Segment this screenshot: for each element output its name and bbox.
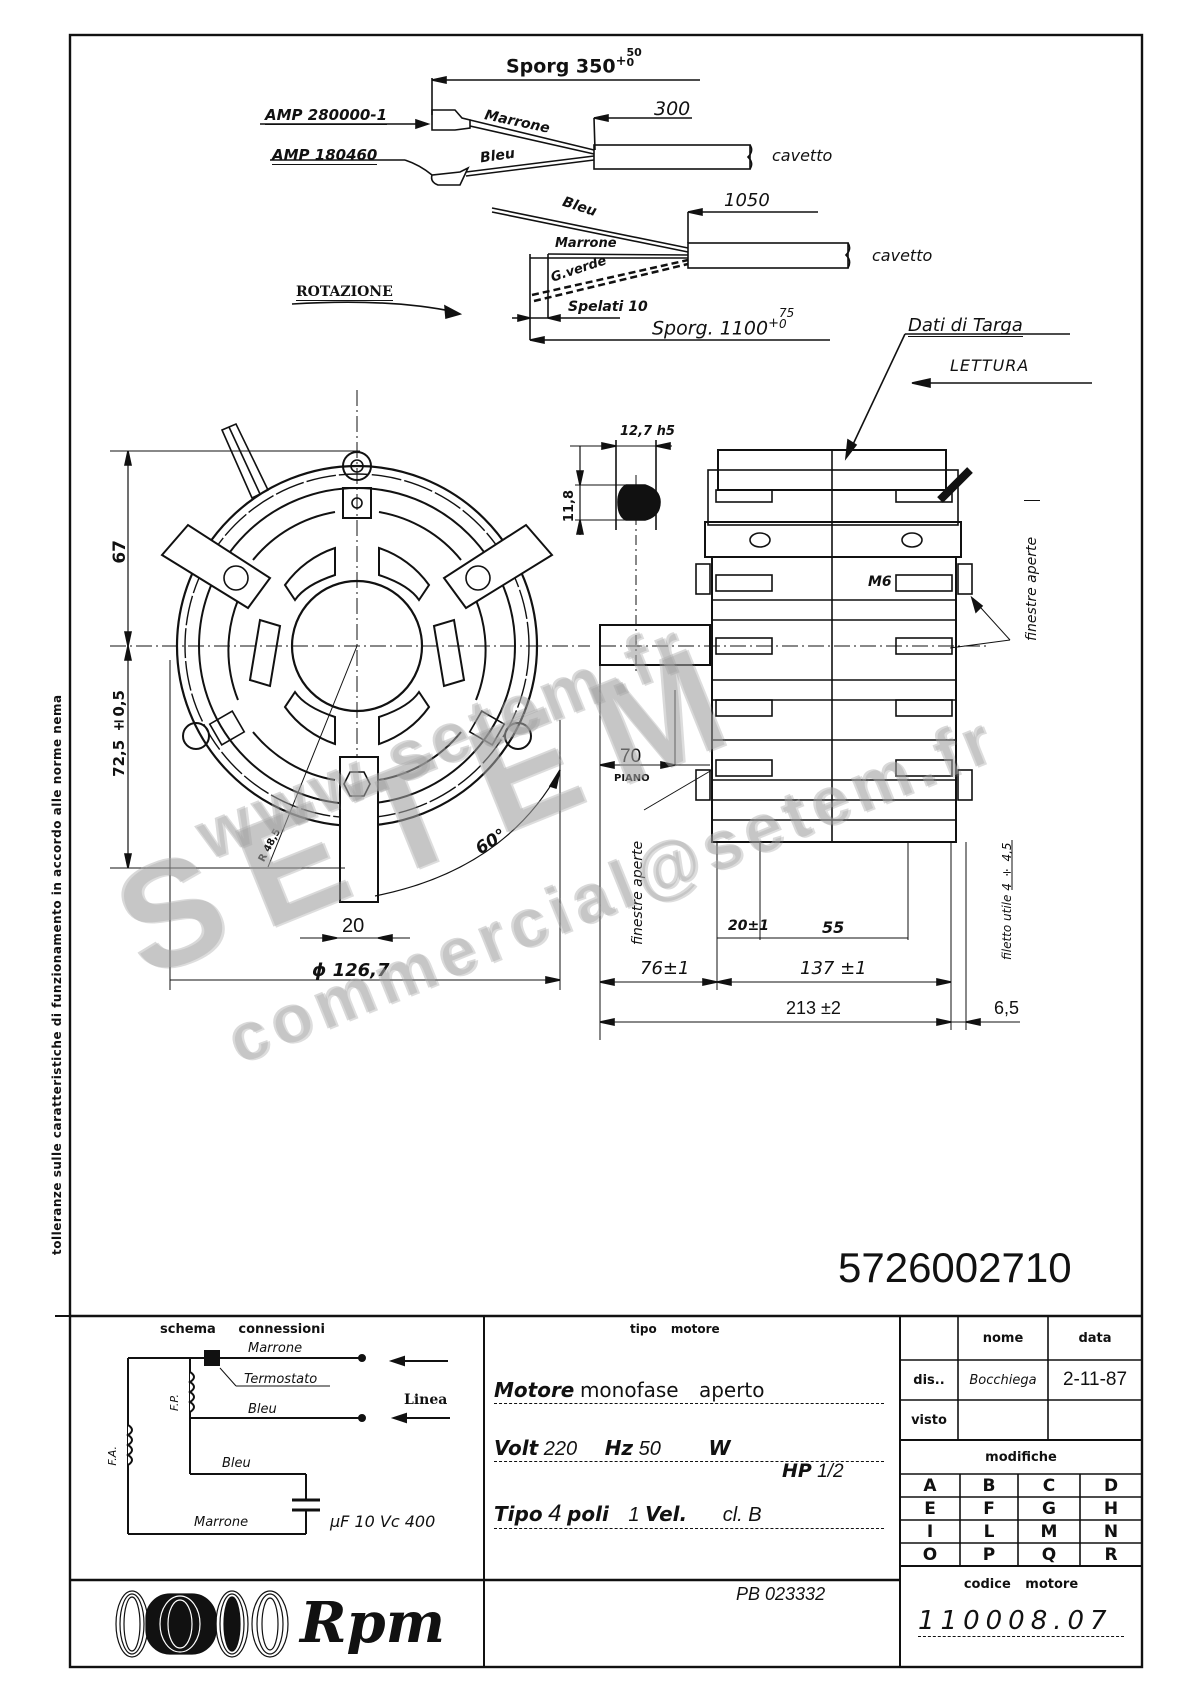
dim-137: 137 ±1 (800, 958, 867, 979)
connector-amp-180460: AMP 180460 (272, 146, 378, 165)
motor-line-3: Tipo 4 poli 1 Vel. cl. B (494, 1500, 884, 1529)
schema-capacitor: μF 10 Vc 400 (330, 1512, 436, 1531)
mod-letter: I (926, 1521, 934, 1542)
wire-marrone-label-2: Marrone (555, 236, 617, 251)
drawing-frame (68, 33, 1144, 1669)
dim-6-5: 6,5 (994, 998, 1020, 1018)
front-view (110, 390, 590, 990)
logo-coils (115, 1590, 289, 1658)
mod-letter: R (1104, 1544, 1118, 1565)
motor-line-1: Motore monofase aperto (494, 1378, 884, 1404)
dim-67: 67 (110, 540, 130, 564)
mod-letter: L (983, 1521, 995, 1542)
motor-line-2: Volt 220 Hz 50 W (494, 1436, 884, 1462)
schema-wire-bleu-bottom: Bleu (222, 1456, 251, 1471)
dim-shaft-11-8: 11,8 (562, 490, 577, 523)
rpm-logo-text: Rpm (300, 1590, 445, 1656)
mod-letter: N (1103, 1521, 1119, 1542)
approval-col-name: nome (982, 1330, 1024, 1346)
mod-letter: M (1040, 1521, 1058, 1542)
schema-wire-marrone-bottom: Marrone (194, 1515, 249, 1530)
dim-55: 55 (822, 918, 845, 937)
dim-76: 76±1 (640, 958, 690, 979)
schema-thermostat: Termostato (244, 1372, 318, 1387)
mod-letter: A (923, 1475, 937, 1496)
mod-letter: Q (1041, 1544, 1057, 1565)
windows-label-left: finestre aperte (630, 840, 646, 945)
mod-letter: D (1103, 1475, 1119, 1496)
reading-direction-label: LETTURA (950, 356, 1030, 375)
nameplate-label: Dati di Targa (908, 315, 1023, 337)
cavetto-label-2: cavetto (872, 246, 933, 265)
mod-letter: H (1103, 1498, 1119, 1519)
connector-amp-280000: AMP 280000-1 (265, 106, 388, 125)
approval-col-date: data (1078, 1330, 1112, 1346)
schema-wiring (126, 1350, 450, 1535)
thread-m6-label: M6 (868, 574, 892, 590)
mod-letter: G (1042, 1498, 1056, 1519)
approval-row-dis-label: dis.. (913, 1372, 945, 1388)
windows-label-right: finestre aperte (1024, 500, 1040, 641)
dim-72-5: 72,5 ±0,5 (110, 690, 128, 777)
side-view (599, 449, 1020, 1040)
pb-code: PB 023332 (736, 1584, 826, 1604)
length-1050: 1050 (724, 190, 770, 211)
dim-diameter: ϕ 126,7 (312, 960, 390, 981)
length-300: 300 (654, 98, 691, 120)
thread-useful-note: filetto utile 4 ÷ 4,5 (1000, 842, 1014, 960)
drawing-number: 5726002710 (838, 1244, 1072, 1291)
schema-wire-bleu-top: Bleu (248, 1402, 277, 1417)
approval-row-visto-label: visto (911, 1412, 947, 1428)
dim-shaft-12-7: 12,7 h5 (620, 424, 675, 439)
schema-wire-marrone-top: Marrone (248, 1341, 303, 1356)
schema-fp-label: F.P. (168, 1394, 181, 1412)
motor-hp: HP 1/2 (782, 1460, 844, 1482)
tolerance-note: tolleranze sulle caratteristiche di funz… (50, 694, 64, 1256)
dim-foot-20: 20 (342, 915, 365, 937)
schema-line-label: Linea (404, 1392, 448, 1408)
rotation-label: ROTAZIONE (296, 284, 393, 301)
dim-213: 213 ±2 (786, 998, 841, 1018)
mod-letter: P (982, 1544, 996, 1565)
schema-title: schema connessioni (160, 1322, 325, 1337)
mod-letter: F (983, 1498, 995, 1519)
mod-letter: B (982, 1475, 996, 1496)
modifications-title: modifiche (985, 1449, 1057, 1465)
cavetto-label-1: cavetto (772, 146, 833, 165)
motor-code-value: 110008.07 (918, 1606, 1124, 1637)
approval-row-dis-date: 2-11-87 (1062, 1369, 1128, 1390)
spelati-label: Spelati 10 (568, 299, 648, 315)
motor-type-title: tipo motore (630, 1322, 720, 1336)
dim-20-1: 20±1 (728, 918, 769, 934)
motor-code-title: codice motore (963, 1576, 1079, 1592)
schema-fa-label: F.A. (106, 1446, 119, 1466)
mod-letter: O (922, 1544, 938, 1565)
dim-70: 70 (620, 746, 642, 767)
piano-label: PIANO (614, 773, 650, 784)
approval-row-dis-name: Bocchiega (969, 1372, 1037, 1388)
shaft-section (570, 440, 672, 675)
mod-letter: E (924, 1498, 936, 1519)
mod-letter: C (1042, 1475, 1056, 1496)
